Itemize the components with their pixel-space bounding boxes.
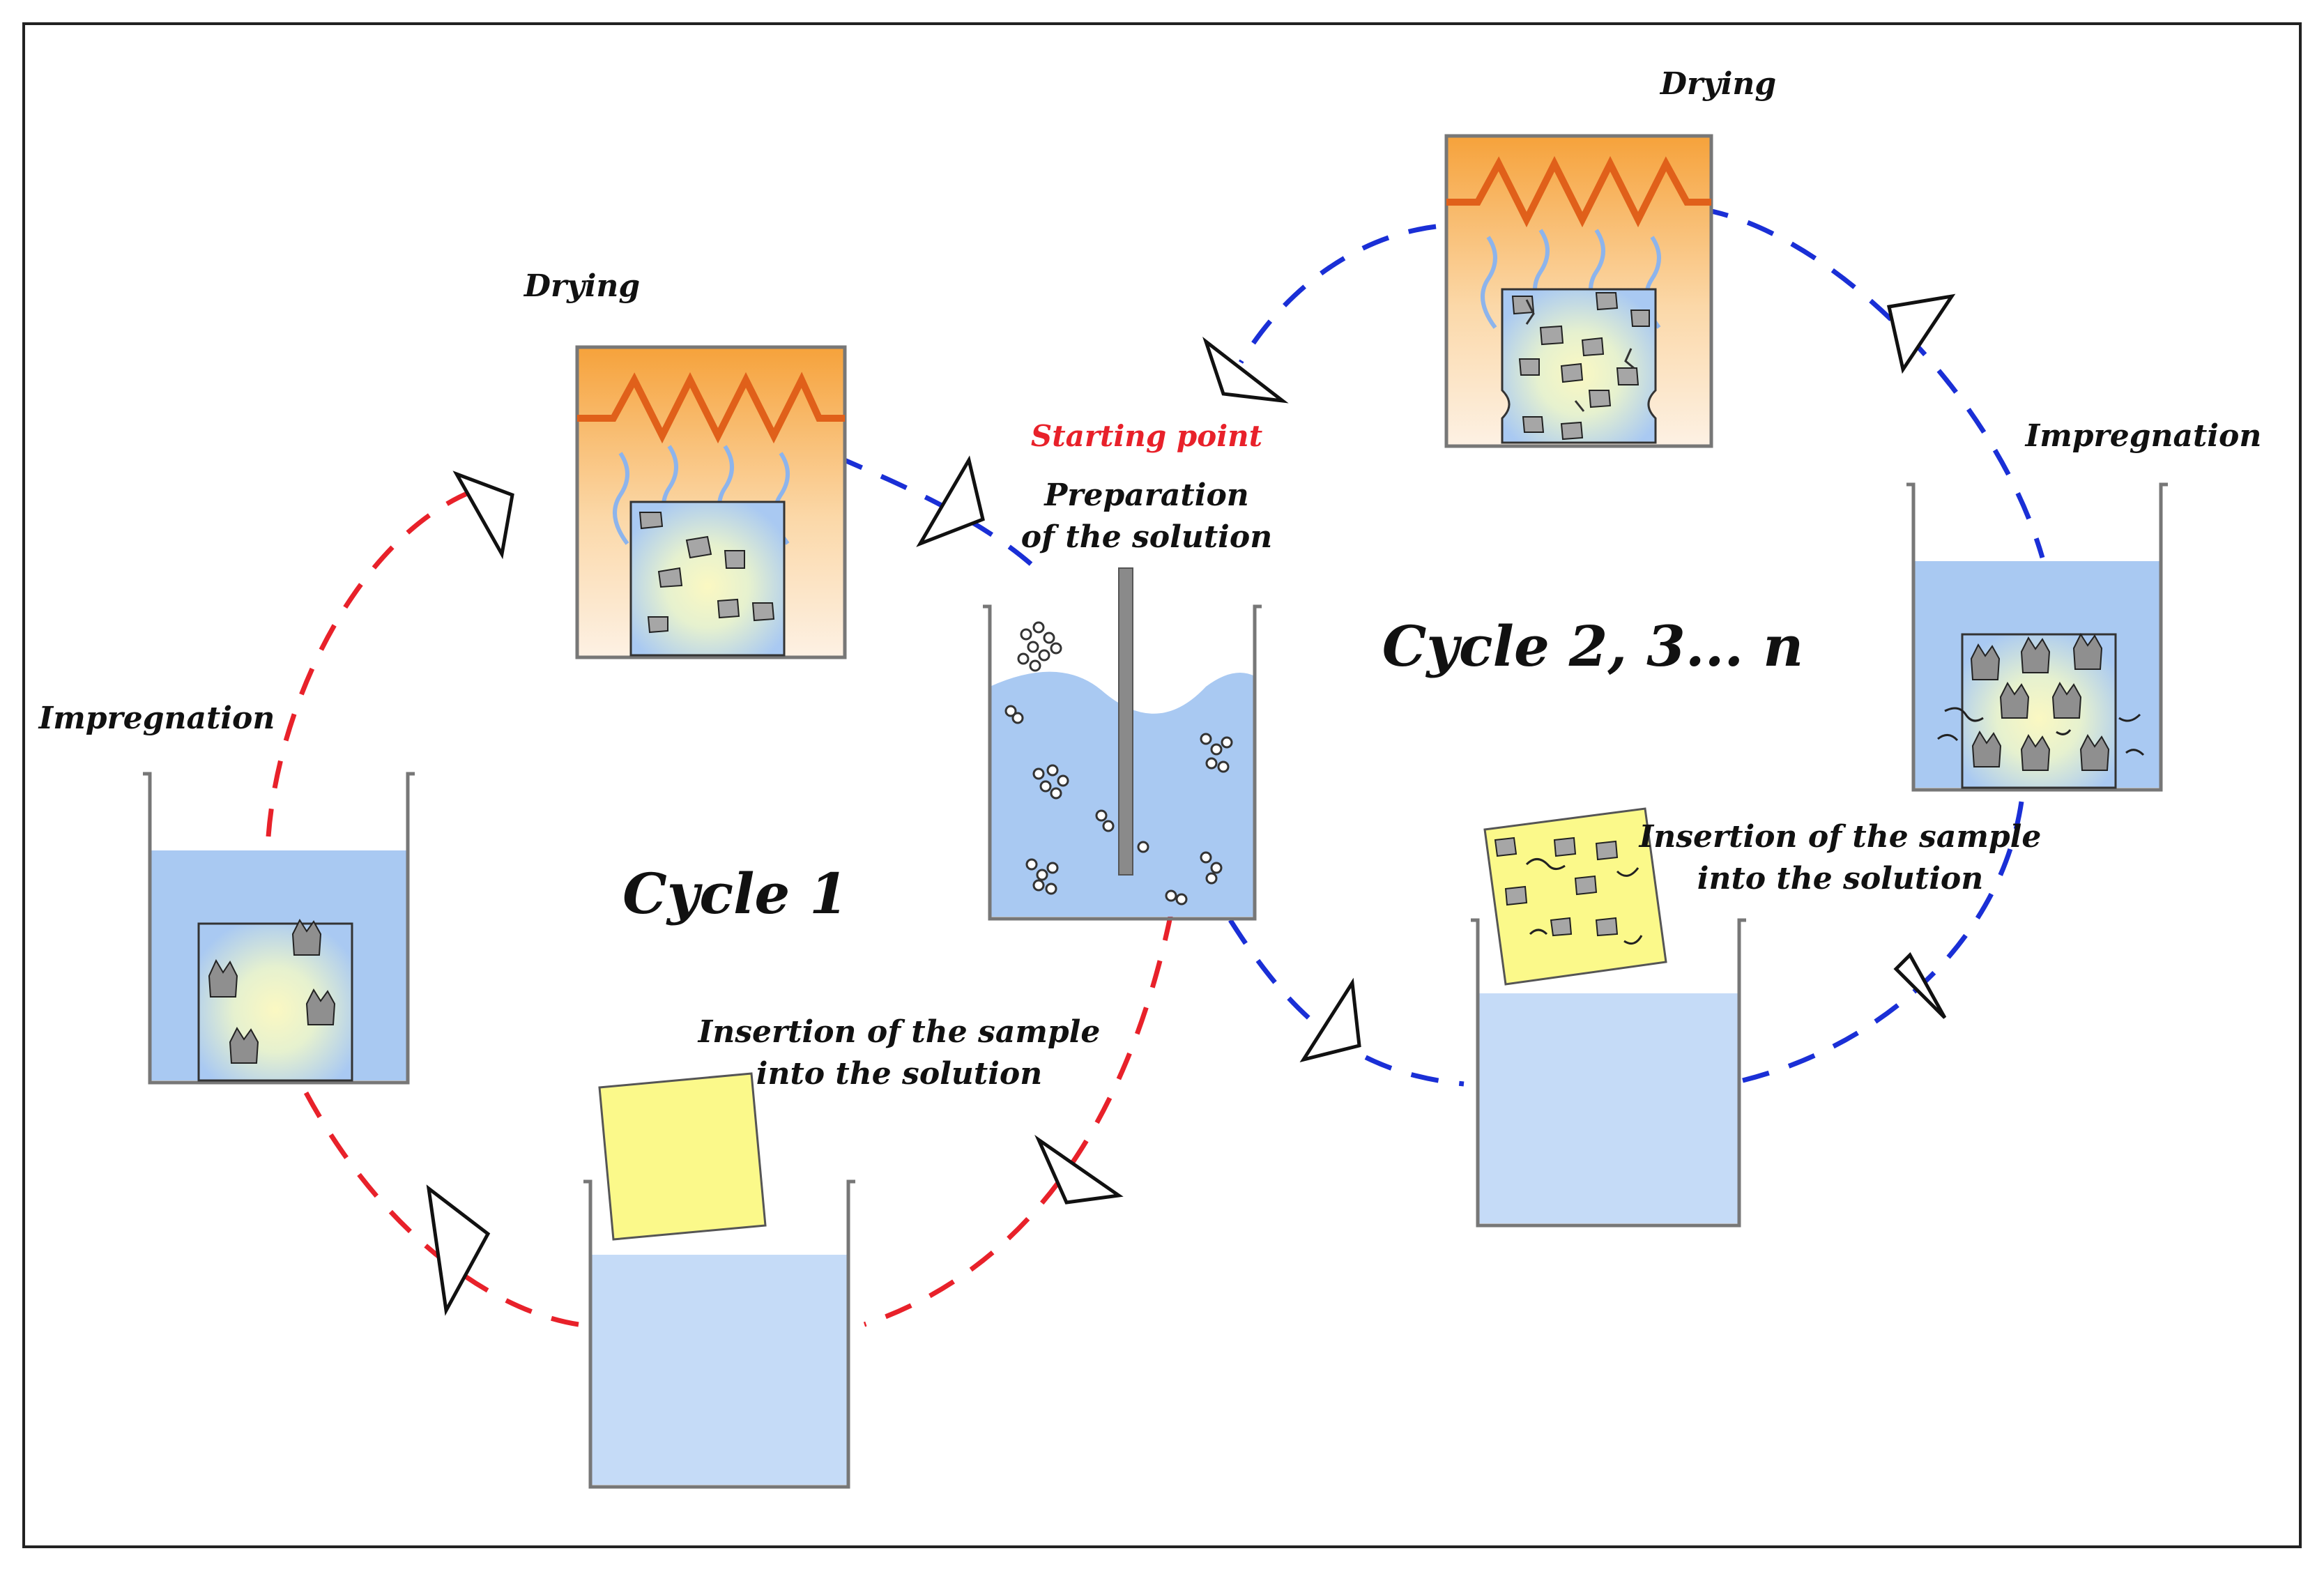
drying-label-cycle1: Drying [523,268,640,304]
arrowheads [426,293,1956,1316]
beaker-insertion-cycle2 [1471,807,1746,1228]
insertion-label-cycle2-line2: into the solution [1697,861,1984,896]
arrowhead-cycle1-down [426,1184,491,1316]
beaker-insertion-cycle1 [583,1072,855,1489]
impregnation-label-cycle1: Impregnation [38,701,275,736]
arrowhead-cycle2-top-right [1886,293,1956,374]
arrowhead-cycle2-left [1202,337,1289,404]
preparation-label-line1: Preparation [1043,477,1249,513]
cycle2-label: Cycle 2, 3... n [1382,613,1804,679]
beaker-preparation [983,567,1262,921]
stirring-rod [1118,567,1133,876]
oven-cycle2 [1444,134,1713,448]
beaker-impregnation-cycle2 [1906,482,2168,792]
starting-point-label: Starting point [1031,419,1262,453]
impregnation-label-cycle2: Impregnation [2024,418,2262,454]
insertion-label-cycle2-line1: Insertion of the sample [1638,819,2042,855]
insertion-label-cycle1-line2: into the solution [756,1056,1043,1092]
arrowhead-cycle2-right-down [1893,952,1947,1019]
oven-cycle1 [575,345,847,659]
arrowhead-cycle1-up [452,471,514,560]
insertion-label-cycle1-line1: Insertion of the sample [697,1014,1101,1050]
arrowhead-cycle1-bottom-right [1034,1134,1124,1205]
sample-fresh-cycle2 [1483,807,1667,986]
drying-label-cycle2: Drying [1659,66,1776,102]
heater-coil [1446,155,1711,228]
arrowhead-cycle2-bottom [1299,977,1361,1062]
heater-coil [577,372,845,444]
beaker-impregnation-cycle1 [143,772,415,1085]
arrowhead-cycle1-blue-right [916,455,985,547]
sample-fresh-cycle1 [598,1072,767,1241]
cycle1-path [266,485,1174,1327]
labels: Starting point Preparation of the soluti… [38,66,2262,1092]
cycle1-label: Cycle 1 [622,861,848,926]
preparation-label-line2: of the solution [1021,519,1272,555]
